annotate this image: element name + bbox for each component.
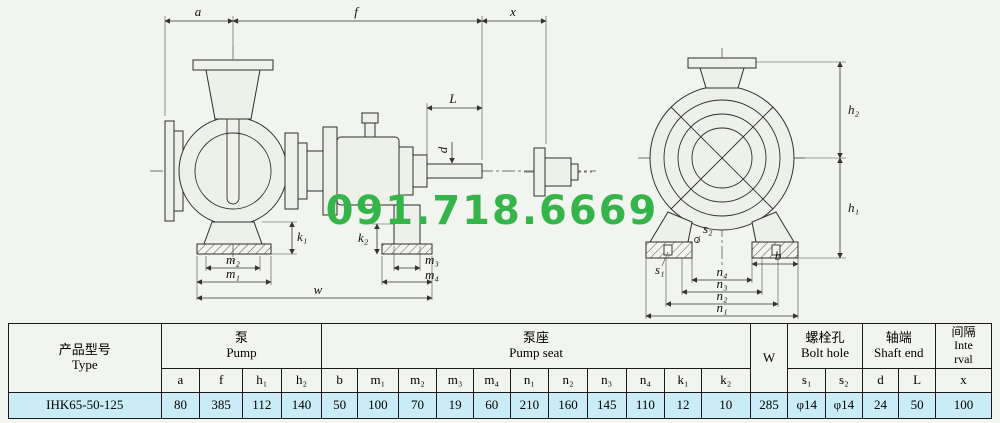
seat-group-en: Pump seat	[509, 345, 563, 360]
cell-s1: φ14	[787, 392, 827, 419]
type-header-en: Type	[71, 357, 98, 372]
interval-header-en1: Inte	[954, 338, 973, 353]
pump-technical-drawing: a f x L d k₁ k₂ m₂ m₁ m₃ m₄ w	[150, 4, 860, 319]
cell-n3: 145	[586, 392, 627, 419]
col-header-w: W	[749, 323, 789, 393]
group-header-pump-seat: 泵座 Pump seat	[321, 323, 751, 369]
dim-label-w: w	[314, 282, 323, 297]
dim-label-f: f	[354, 4, 360, 19]
sub-header-n3: n₃	[586, 368, 627, 393]
cell-h1: 112	[241, 392, 282, 419]
sub-header-f: f	[199, 368, 243, 393]
cell-m4: 60	[472, 392, 511, 419]
sub-header-a: a	[160, 368, 201, 393]
dim-label-m1: m₁	[226, 266, 240, 281]
side-view-dimensions: a f x L d k₁ k₂ m₂ m₁ m₃ m₄ w	[164, 4, 547, 301]
type-header-zh: 产品型号	[58, 342, 111, 358]
end-view-dimensions: h₂ h₁ s₂ s₁ b n₄ n₃ n₂ n₁	[645, 61, 860, 319]
pump-group-en: Pump	[226, 345, 257, 360]
dim-label-k2: k₂	[358, 230, 369, 245]
dim-label-k1: k₁	[297, 229, 307, 244]
dim-label-m4: m₄	[425, 267, 439, 282]
sub-header-m2: m₂	[397, 368, 438, 393]
dim-label-d: d	[435, 146, 450, 153]
cell-n1: 210	[509, 392, 550, 419]
sub-header-k1: k₁	[664, 368, 702, 393]
group-header-interval: 间隔 Inte rval	[934, 323, 993, 369]
sub-header-n4: n₄	[625, 368, 666, 393]
cell-W: 285	[749, 392, 789, 419]
table-row: IHK65-50-125 80 385 112 140 50 100 70 19…	[8, 392, 993, 419]
sub-header-L: L	[898, 368, 936, 393]
sub-header-h2: h₂	[280, 368, 323, 393]
bolt-group-zh: 螺栓孔	[805, 330, 845, 346]
seat-group-zh: 泵座	[523, 330, 550, 346]
side-view	[150, 46, 596, 262]
counter-flange	[524, 147, 592, 197]
dim-label-L: L	[448, 91, 456, 106]
sub-header-n2: n₂	[548, 368, 588, 393]
col-header-type: 产品型号 Type	[8, 323, 162, 393]
end-view	[638, 48, 806, 266]
sub-header-m4: m₄	[472, 368, 511, 393]
cell-L: 50	[898, 392, 936, 419]
cell-m2: 70	[397, 392, 438, 419]
cell-a: 80	[160, 392, 201, 419]
cell-type: IHK65-50-125	[8, 392, 162, 419]
dim-label-s2: s₂	[703, 221, 713, 236]
sub-header-s2: s₂	[825, 368, 863, 393]
sub-header-m1: m₁	[356, 368, 399, 393]
sub-header-h1: h₁	[241, 368, 282, 393]
sub-header-x: x	[934, 368, 993, 393]
cell-f: 385	[199, 392, 243, 419]
dim-label-h2: h₂	[848, 102, 860, 117]
dim-label-b: b	[775, 248, 782, 263]
interval-header-en2: rval	[954, 351, 973, 366]
dim-label-n2: n₂	[716, 288, 728, 303]
group-header-pump: 泵 Pump	[160, 323, 323, 369]
cell-d: 24	[861, 392, 900, 419]
dim-label-n3: n₃	[716, 276, 727, 291]
sub-header-k2: k₂	[700, 368, 751, 393]
cell-m1: 100	[356, 392, 399, 419]
cell-m3: 19	[436, 392, 474, 419]
spec-table: 产品型号 Type 泵 Pump 泵座 Pump seat W 螺栓孔 Bolt…	[8, 323, 993, 419]
sub-header-m3: m₃	[436, 368, 474, 393]
sub-header-n1: n₁	[509, 368, 550, 393]
watermark-text: 091.718.6669	[326, 188, 659, 234]
shaft-group-en: Shaft end	[874, 345, 924, 360]
cell-n2: 160	[548, 392, 588, 419]
bolt-group-en: Bolt hole	[800, 345, 850, 360]
sub-header-b: b	[321, 368, 358, 393]
cell-h2: 140	[280, 392, 323, 419]
cell-k1: 12	[664, 392, 702, 419]
sub-header-s1: s₁	[787, 368, 827, 393]
dim-label-m2: m₂	[226, 252, 240, 267]
cell-s2: φ14	[825, 392, 863, 419]
dim-label-a: a	[195, 4, 202, 19]
dim-label-s1: s₁	[655, 262, 665, 277]
dim-label-n1: n₁	[716, 300, 727, 315]
cell-b: 50	[321, 392, 358, 419]
interval-header-zh: 间隔	[951, 325, 976, 340]
cell-k2: 10	[700, 392, 751, 419]
dim-label-h1: h₁	[848, 200, 859, 215]
group-header-bolt-hole: 螺栓孔 Bolt hole	[787, 323, 863, 369]
cell-x: 100	[934, 392, 993, 419]
dim-label-m3: m₃	[425, 252, 439, 267]
cell-n4: 110	[625, 392, 666, 419]
pump-group-zh: 泵	[234, 330, 248, 346]
dim-label-x: x	[509, 4, 516, 19]
shaft-group-zh: 轴端	[885, 330, 912, 346]
dim-label-n4: n₄	[716, 264, 728, 279]
sub-header-d: d	[861, 368, 900, 393]
drawing-canvas: a f x L d k₁ k₂ m₂ m₁ m₃ m₄ w	[150, 4, 860, 319]
group-header-shaft-end: 轴端 Shaft end	[861, 323, 936, 369]
